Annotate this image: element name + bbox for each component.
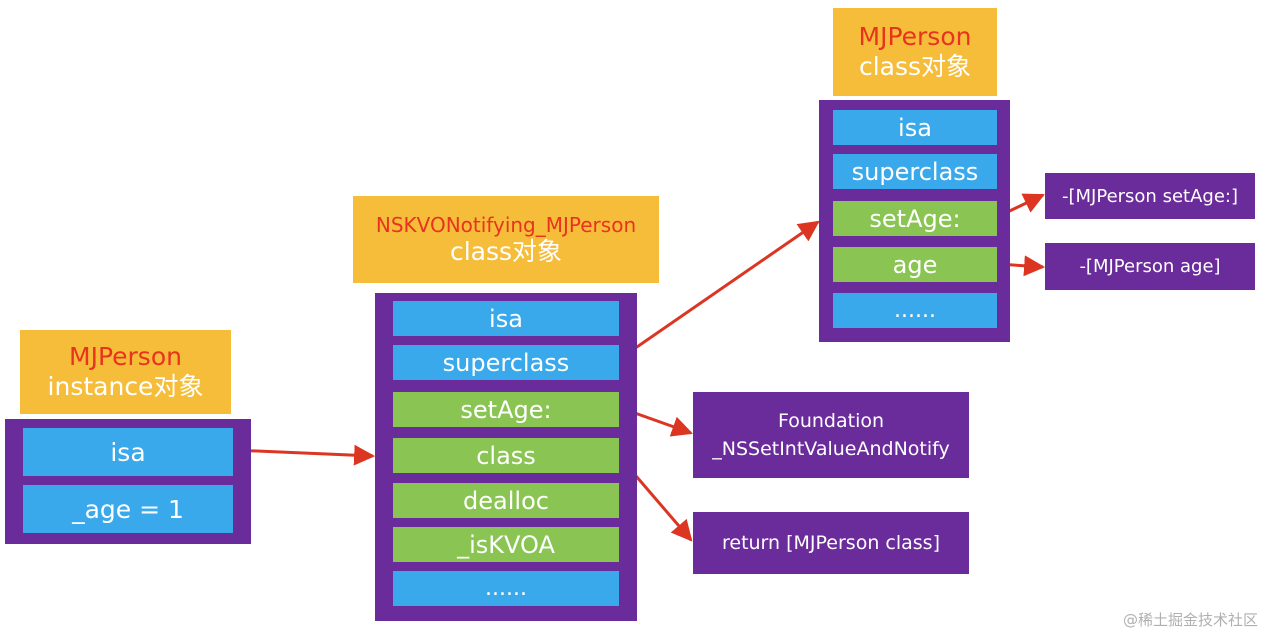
person-class-name: MJPerson <box>858 22 972 51</box>
person-setage-cell: setAge: <box>833 201 997 236</box>
notify-function-name: _NSSetIntValueAndNotify <box>712 438 950 460</box>
instance-label-box: MJPerson instance对象 <box>20 330 231 414</box>
person-superclass-cell: superclass <box>833 154 997 189</box>
instance-class-name: MJPerson <box>69 342 182 371</box>
person-isa-cell: isa <box>833 110 997 145</box>
kvo-class-name: NSKVONotifying_MJPerson <box>375 212 637 237</box>
instance-isa-cell: isa <box>23 428 233 476</box>
kvo-isa-cell: isa <box>393 301 619 336</box>
person-age-impl-box: -[MJPerson age] <box>1045 243 1255 290</box>
kvo-ellipsis-cell: ...... <box>393 571 619 606</box>
arrow-kvo-superclass-to-person-class <box>617 220 820 362</box>
kvo-class-label-box: NSKVONotifying_MJPerson class对象 <box>353 196 659 283</box>
watermark: @稀土掘金技术社区 <box>1122 611 1258 629</box>
kvo-dealloc-cell: dealloc <box>393 483 619 518</box>
notify-function-framework: Foundation <box>777 409 885 432</box>
person-class-label-box: MJPerson class对象 <box>833 8 997 96</box>
kvo-class-object-box: isa superclass setAge: class dealloc _is… <box>375 293 637 621</box>
instance-type-label: instance对象 <box>47 372 204 401</box>
person-ellipsis-cell: ...... <box>833 293 997 328</box>
person-setage-impl-box: -[MJPerson setAge:] <box>1045 173 1255 219</box>
kvo-superclass-cell: superclass <box>393 345 619 380</box>
person-age-cell: age <box>833 247 997 282</box>
person-class-type-label: class对象 <box>858 52 972 81</box>
person-age-impl-text: -[MJPerson age] <box>1079 256 1221 277</box>
person-setage-impl-text: -[MJPerson setAge:] <box>1062 185 1238 207</box>
notify-function-box: Foundation _NSSetIntValueAndNotify <box>693 392 969 478</box>
instance-age-cell: _age = 1 <box>23 485 233 533</box>
kvo-setage-cell: setAge: <box>393 392 619 427</box>
kvo-iskvoa-cell: _isKVOA <box>393 527 619 562</box>
instance-object-box: isa _age = 1 <box>5 419 251 544</box>
person-class-object-box: isa superclass setAge: age ...... <box>819 100 1010 342</box>
return-class-text: return [MJPerson class] <box>721 531 940 554</box>
return-class-box: return [MJPerson class] <box>693 512 969 574</box>
arrow-instance-isa-to-kvo-class <box>232 444 376 466</box>
kvo-class-type-label: class对象 <box>449 236 563 266</box>
kvo-class-method-cell: class <box>393 438 619 473</box>
